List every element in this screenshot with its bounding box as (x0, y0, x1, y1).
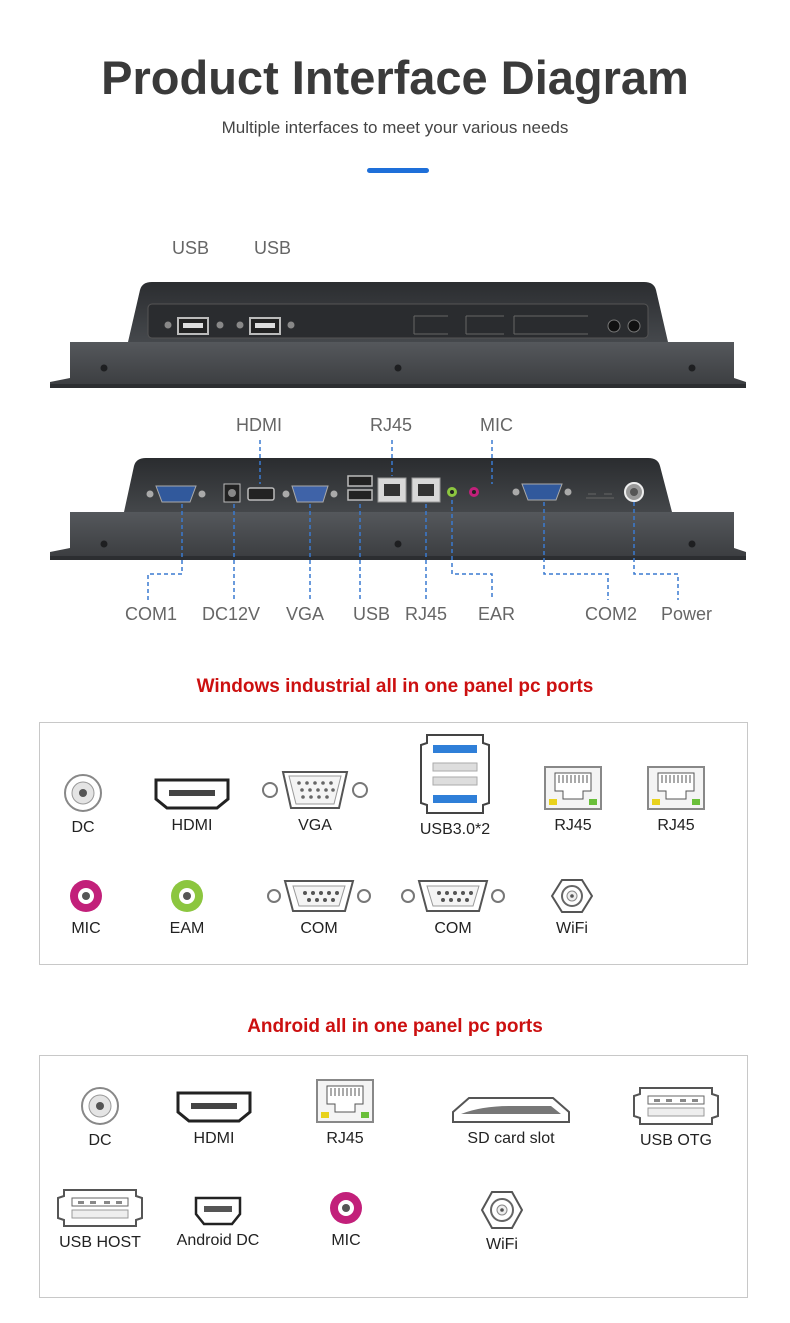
port-label-hdmi: HDMI (171, 817, 213, 834)
port-com-a: COM (264, 878, 374, 938)
port-vga: VGA (260, 769, 370, 835)
ear-label: EAR (478, 604, 516, 624)
port-label-rj45-a: RJ45 (554, 817, 592, 834)
port-hdmi: HDMI (148, 777, 236, 835)
bottom-mic-label: MIC (480, 415, 513, 435)
hdmi-port-icon (176, 1091, 252, 1123)
page-subtitle: Multiple interfaces to meet your various… (221, 118, 569, 137)
rj45-port-icon (316, 1079, 374, 1123)
android-ports-panel: DC HDMI RJ45 SD card slot (39, 1055, 748, 1298)
port-wifi: WiFi (546, 878, 598, 938)
android-port-rj45: RJ45 (310, 1078, 380, 1148)
bottom-rj45-top-label: RJ45 (370, 415, 413, 435)
com1-label: COM1 (125, 604, 178, 624)
power-label: Power (661, 604, 713, 624)
top-usb-label-2: USB (254, 238, 292, 258)
ear-jack-icon (171, 880, 203, 912)
rj45-port-icon (544, 766, 602, 810)
sd-card-slot-icon (452, 1097, 570, 1123)
android-port-label-rj45: RJ45 (326, 1130, 364, 1147)
android-port-label-usb-host: USB HOST (59, 1234, 141, 1251)
page-title: Product Interface Diagram (101, 51, 689, 104)
port-label-usb3: USB3.0*2 (419, 821, 491, 838)
rj45-port-icon (647, 766, 705, 810)
port-dc: DC (57, 773, 109, 837)
android-port-wifi: WiFi (476, 1190, 528, 1254)
port-label-mic: MIC (71, 920, 101, 937)
port-com-b: COM (398, 878, 508, 938)
port-usb3: USB3.0*2 (410, 733, 500, 839)
port-rj45-b: RJ45 (641, 765, 711, 835)
rj45-label: RJ45 (405, 604, 448, 624)
top-usb-label-1: USB (172, 238, 210, 258)
android-port-dc: DC (74, 1086, 126, 1150)
mic-jack-icon (330, 1192, 362, 1224)
android-port-hdmi: HDMI (170, 1090, 258, 1148)
device-side-view-top (50, 282, 746, 388)
port-rj45-a: RJ45 (538, 765, 608, 835)
usb-port-icon (57, 1189, 143, 1227)
bottom-hdmi-label: HDMI (236, 415, 282, 435)
hdmi-port-icon (154, 778, 230, 810)
vga-port-icon (262, 771, 368, 809)
device-side-view-bottom (50, 440, 746, 600)
port-label-wifi: WiFi (556, 920, 588, 937)
android-port-label-usb-otg: USB OTG (639, 1132, 712, 1149)
dc-jack-icon (64, 774, 102, 812)
title-accent-bar (367, 168, 429, 173)
com-port-icon (267, 880, 371, 912)
wifi-antenna-connector-icon (481, 1191, 523, 1229)
usb-port-icon (633, 1087, 719, 1125)
windows-section-title: Windows industrial all in one panel pc p… (196, 676, 594, 697)
port-label-rj45-b: RJ45 (657, 817, 695, 834)
android-section-title: Android all in one panel pc ports (247, 1016, 543, 1037)
vga-label: VGA (286, 604, 325, 624)
android-port-usb-otg: USB OTG (626, 1086, 726, 1150)
port-label-com-b: COM (434, 920, 472, 937)
port-label-com-a: COM (300, 920, 338, 937)
android-port-usb-host: USB HOST (50, 1188, 150, 1252)
com2-label: COM2 (585, 604, 638, 624)
android-port-label-dc: DC (88, 1132, 112, 1149)
android-port-label-hdmi: HDMI (193, 1130, 235, 1147)
port-mic: MIC (60, 878, 112, 938)
dc-jack-icon (81, 1087, 119, 1125)
mini-hdmi-port-icon (194, 1196, 242, 1226)
android-port-mic: MIC (320, 1190, 372, 1250)
dc12v-label: DC12V (202, 604, 261, 624)
port-eam: EAM (161, 878, 213, 938)
usb3-stacked-icon (420, 734, 490, 814)
usb-port-icon (236, 317, 295, 335)
android-port-label-mic: MIC (331, 1232, 361, 1249)
usb-label: USB (353, 604, 391, 624)
usb-port-icon (164, 317, 224, 335)
android-port-label-sd: SD card slot (467, 1130, 555, 1147)
port-label-vga: VGA (298, 817, 332, 834)
windows-ports-panel: DC HDMI VGA USB3.0*2 (39, 722, 748, 965)
android-port-label-wifi: WiFi (486, 1236, 518, 1253)
com-port-icon (401, 880, 505, 912)
port-label-eam: EAM (169, 920, 205, 937)
port-label-dc: DC (71, 819, 95, 836)
wifi-antenna-connector-icon (551, 879, 593, 913)
android-port-label-android-dc: Android DC (176, 1232, 260, 1249)
android-port-android-dc: Android DC (170, 1196, 266, 1250)
android-port-sd-card: SD card slot (448, 1094, 574, 1148)
mic-jack-icon (70, 880, 102, 912)
